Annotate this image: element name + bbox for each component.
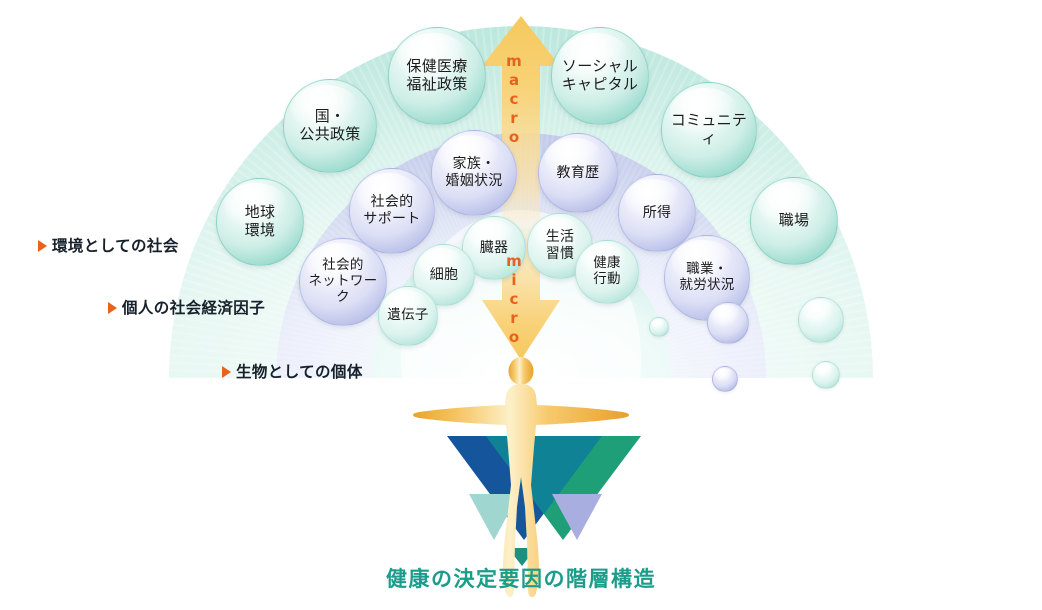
bubble-label: 地球環境: [244, 203, 276, 239]
bubble-label: 生活習慣: [545, 229, 575, 262]
bubble-label: 臓器: [479, 239, 509, 256]
bubble-label: 所得: [642, 204, 672, 221]
decor-bubble-2: [798, 297, 844, 343]
bubble-label: 保健医療福祉政策: [406, 57, 468, 93]
bubble-social-capital[interactable]: ソーシャルキャピタル: [551, 27, 649, 125]
bubble-health-welfare-policy[interactable]: 保健医療福祉政策: [388, 27, 486, 125]
bubble-label: 遺伝子: [387, 307, 429, 324]
bubble-community[interactable]: コミュニティ: [661, 82, 757, 178]
bubble-label: 家族・婚姻状況: [445, 156, 503, 189]
bubble-label: 社会的ネットワーク: [308, 257, 378, 305]
layer-tag-society-as-environment[interactable]: 環境としての社会: [28, 232, 240, 259]
decor-bubble-3: [712, 366, 738, 392]
micro-arrow: [482, 222, 560, 360]
bubble-social-support[interactable]: 社会的サポート: [349, 168, 435, 254]
page-title: 健康の決定要因の階層構造: [386, 567, 656, 591]
triangle-tip-left: [469, 494, 519, 540]
bubble-label: 教育歴: [556, 164, 600, 181]
bubble-national-public-policy[interactable]: 国・公共政策: [283, 79, 377, 173]
layer-tag-label: 環境としての社会: [52, 236, 179, 255]
bubble-organ[interactable]: 臓器: [462, 216, 526, 280]
bubble-social-network[interactable]: 社会的ネットワーク: [299, 238, 387, 326]
triangle-tip-right: [552, 494, 602, 540]
macro-arrow-label: macro: [505, 51, 523, 147]
bubble-workplace[interactable]: 職場: [750, 177, 838, 265]
bubble-gene[interactable]: 遺伝子: [378, 286, 438, 346]
layer-tag-individual-as-organism[interactable]: 生物としての個体: [212, 358, 430, 385]
bubble-label: 国・公共政策: [299, 107, 361, 143]
bubble-family-marital-status[interactable]: 家族・婚姻状況: [431, 130, 517, 216]
bubble-label: 社会的サポート: [363, 194, 421, 227]
bubble-label: コミュニティ: [670, 111, 748, 147]
decor-bubble-1: [707, 302, 749, 344]
bubble-cell[interactable]: 細胞: [413, 244, 475, 306]
play-triangle-icon: [108, 301, 117, 314]
play-triangle-icon: [222, 365, 231, 378]
bubble-global-environment[interactable]: 地球環境: [216, 178, 304, 266]
triangle-group: [447, 436, 641, 566]
bubble-income[interactable]: 所得: [618, 174, 696, 252]
macro-arrow: [482, 16, 560, 250]
layer-tag-label: 個人の社会経済因子: [122, 298, 266, 317]
bubble-label: ソーシャルキャピタル: [561, 57, 639, 93]
micro-arrow-label: micro: [505, 252, 523, 347]
layer-tag-individual-socioeconomic-factors[interactable]: 個人の社会経済因子: [98, 294, 328, 321]
layer-tag-label: 生物としての個体: [236, 362, 363, 381]
bubble-label: 健康行動: [593, 255, 621, 287]
human-figure: [413, 357, 629, 597]
bubble-label: 細胞: [429, 266, 459, 283]
bubble-label: 職場: [778, 211, 810, 230]
bubble-health-behaviour[interactable]: 健康行動: [575, 240, 639, 304]
bubble-education-history[interactable]: 教育歴: [538, 133, 618, 213]
decor-bubble-5: [649, 317, 669, 337]
decor-bubble-4: [812, 361, 840, 389]
bubble-label: 職業・就労状況: [679, 261, 735, 293]
play-triangle-icon: [38, 239, 47, 252]
